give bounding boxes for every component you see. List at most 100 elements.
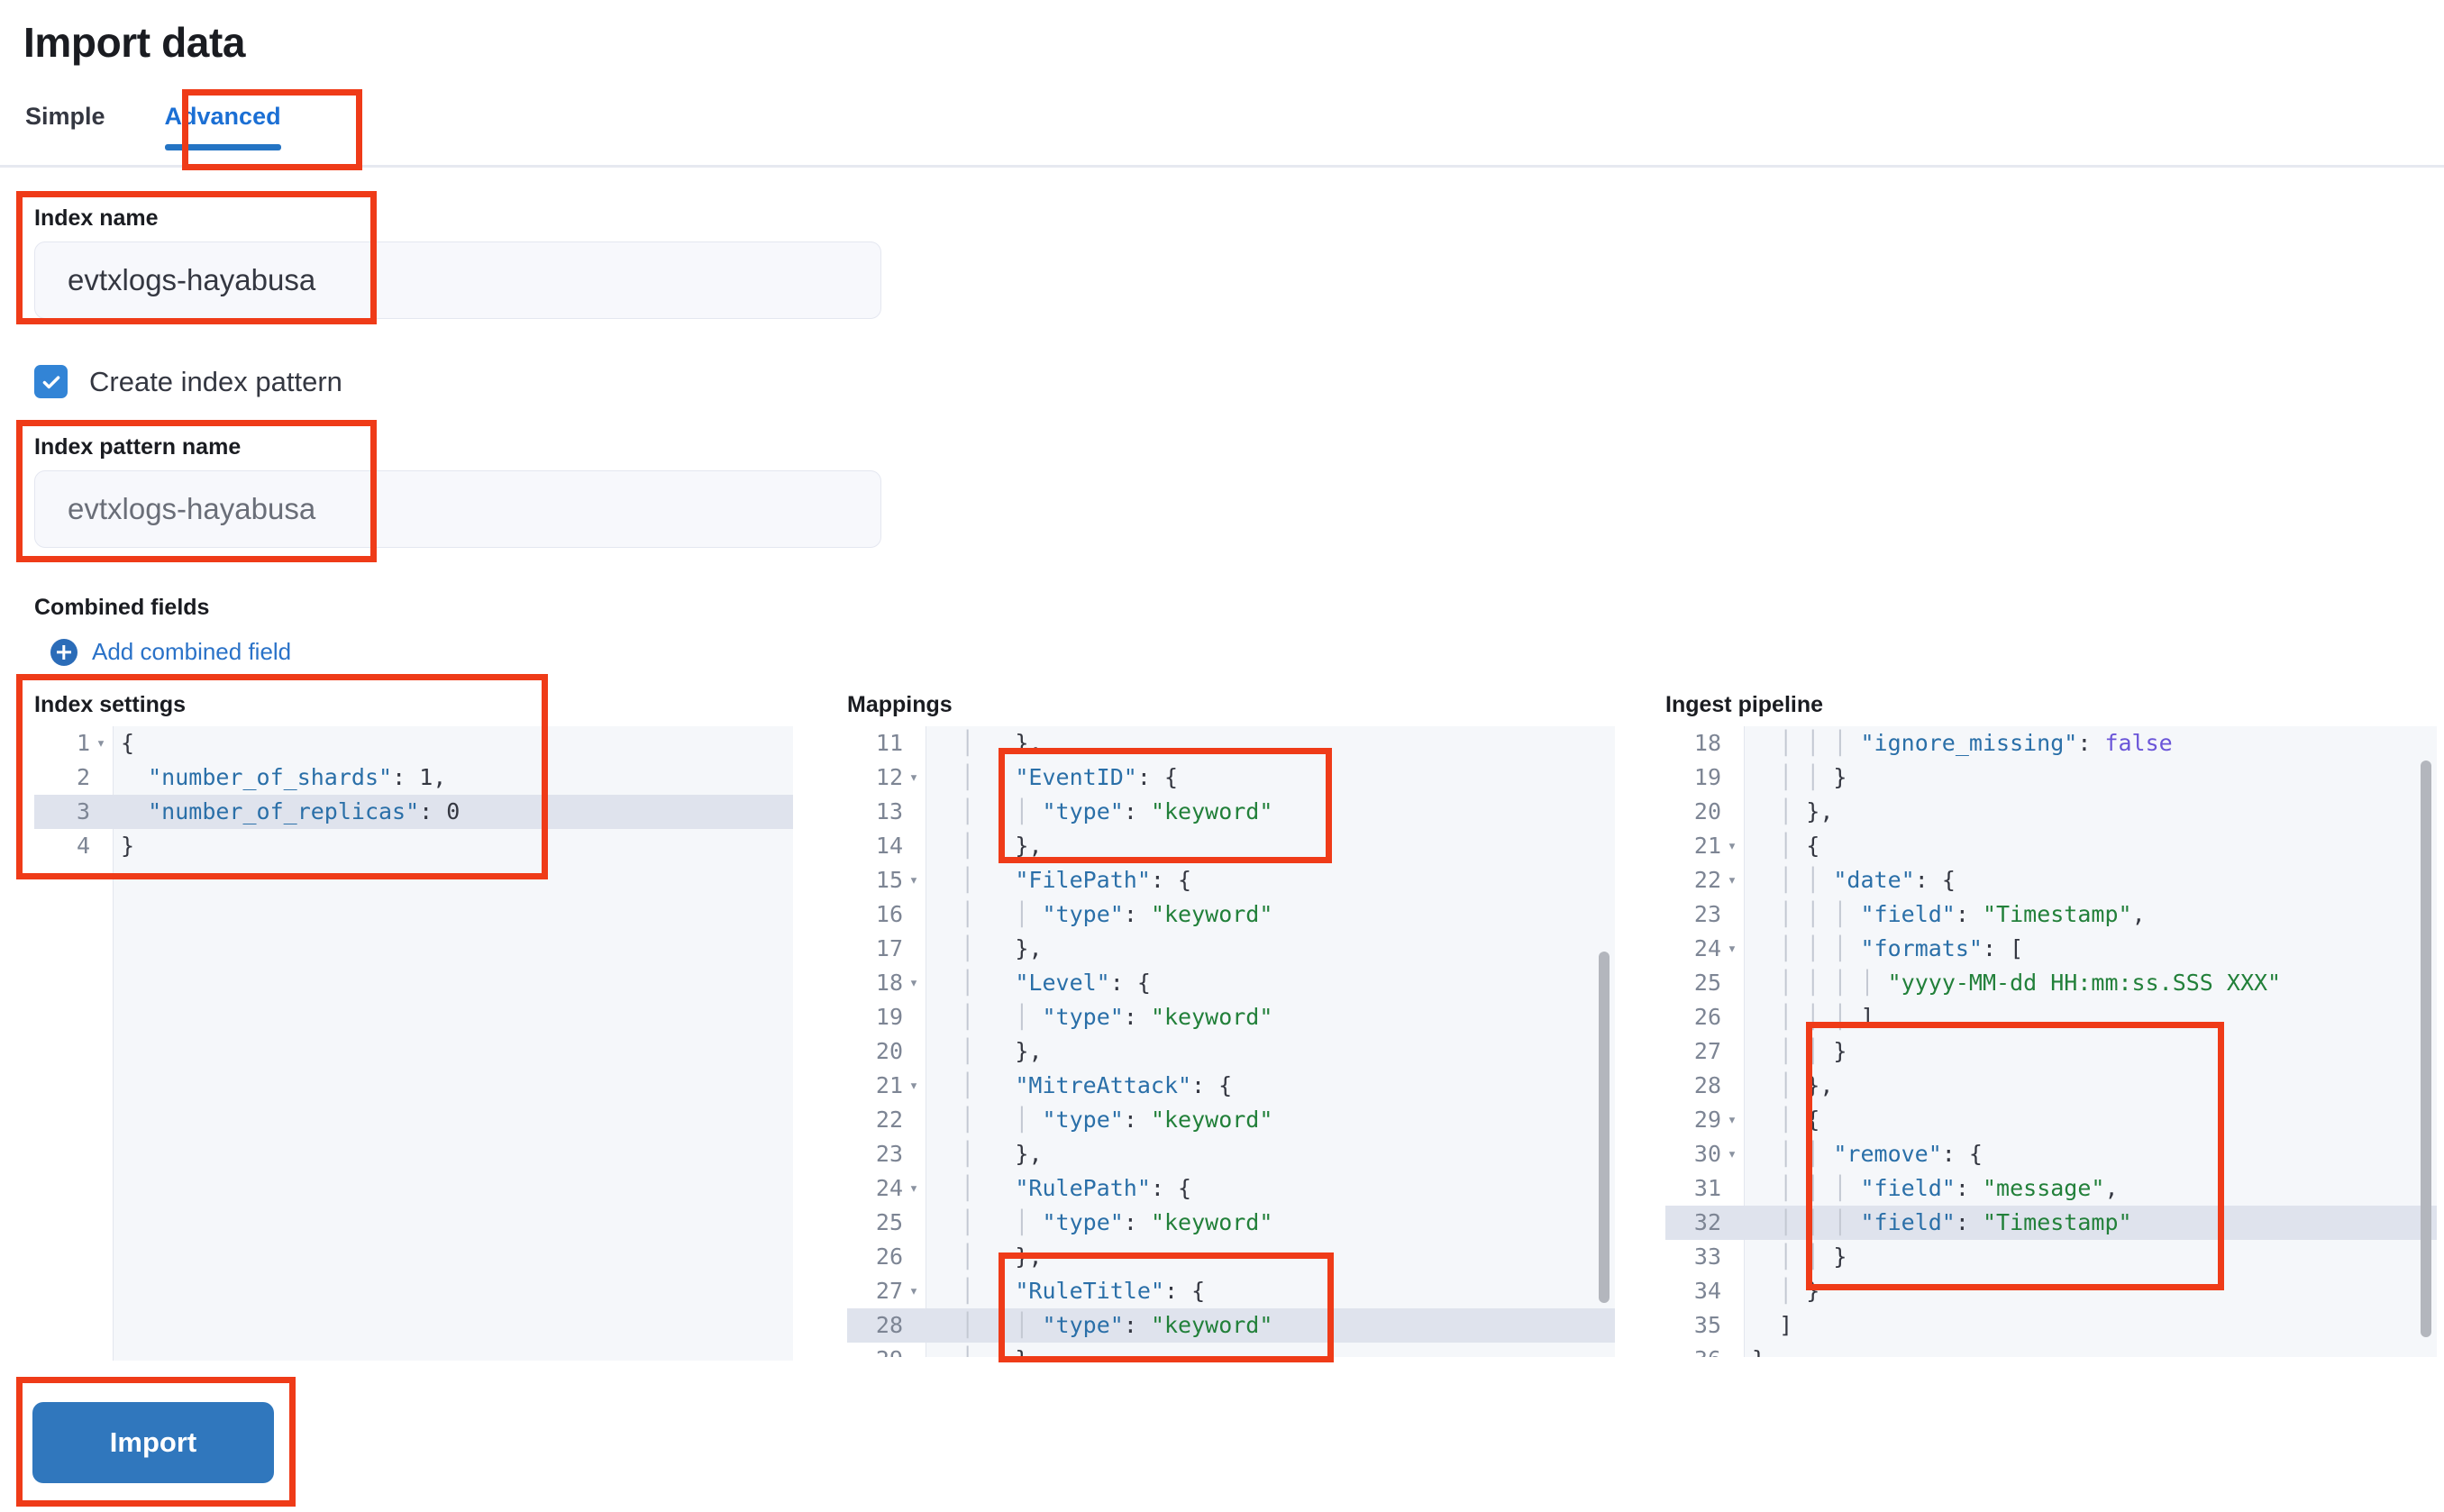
code-line[interactable]: 25 │ │ │ │ "yyyy-MM-dd HH:mm:ss.SSS XXX" — [1665, 966, 2437, 1000]
code-line[interactable]: 24▾ │ │ │ "formats": [ — [1665, 932, 2437, 966]
line-number: 4 — [76, 833, 90, 859]
code-line[interactable]: 36} — [1665, 1343, 2437, 1357]
code-line[interactable]: 22▾ │ │ "date": { — [1665, 863, 2437, 897]
line-number: 21 — [875, 1072, 903, 1098]
line-number: 21 — [1693, 833, 1721, 859]
mappings-code[interactable]: 11 │ },12▾ │ "EventID": {13 │ │ "type": … — [847, 726, 1615, 1357]
code-line[interactable]: 27▾ │ "RuleTitle": { — [847, 1274, 1615, 1308]
code-line[interactable]: 3 "number_of_replicas": 0 — [34, 795, 793, 829]
code-line[interactable]: 22 │ │ "type": "keyword" — [847, 1103, 1615, 1137]
code-line[interactable]: 29▾ │ { — [1665, 1103, 2437, 1137]
code-text: │ │ │ "formats": [ — [1779, 935, 2024, 961]
index-settings-code[interactable]: 1▾{2 "number_of_shards": 1,3 "number_of_… — [34, 726, 793, 1361]
code-line[interactable]: 13 │ │ "type": "keyword" — [847, 795, 1615, 829]
code-line[interactable]: 27 │ │ } — [1665, 1034, 2437, 1069]
code-line[interactable]: 18▾ │ "Level": { — [847, 966, 1615, 1000]
code-line[interactable]: 19 │ │ } — [1665, 761, 2437, 795]
code-line[interactable]: 23 │ }, — [847, 1137, 1615, 1171]
line-number: 17 — [875, 935, 903, 961]
index-pattern-name-input[interactable]: evtxlogs-hayabusa — [34, 470, 881, 548]
code-line[interactable]: 14 │ }, — [847, 829, 1615, 863]
code-line[interactable]: 2 "number_of_shards": 1, — [34, 761, 793, 795]
code-line[interactable]: 20 │ }, — [847, 1034, 1615, 1069]
code-text: │ │ "type": "keyword" — [961, 1312, 1273, 1338]
code-line[interactable]: 23 │ │ │ "field": "Timestamp", — [1665, 897, 2437, 932]
index-settings-editor[interactable]: 1▾{2 "number_of_shards": 1,3 "number_of_… — [34, 726, 793, 1361]
code-text: │ "FilePath": { — [961, 867, 1192, 893]
line-number: 24 — [875, 1175, 903, 1201]
tab-advanced[interactable]: Advanced — [132, 97, 314, 150]
code-line[interactable]: 21▾ │ { — [1665, 829, 2437, 863]
fold-caret-icon[interactable]: ▾ — [1727, 1111, 1737, 1129]
code-line[interactable]: 34 │ } — [1665, 1274, 2437, 1308]
fold-caret-icon[interactable]: ▾ — [908, 871, 919, 889]
code-text: │ } — [1779, 1278, 1820, 1304]
code-line[interactable]: 1▾{ — [34, 726, 793, 761]
code-line[interactable]: 28 │ }, — [1665, 1069, 2437, 1103]
code-line[interactable]: 26 │ │ │ ] — [1665, 1000, 2437, 1034]
check-icon[interactable] — [34, 365, 68, 398]
fold-caret-icon[interactable]: ▾ — [908, 769, 919, 787]
code-line[interactable]: 35 ] — [1665, 1308, 2437, 1343]
create-index-pattern-row[interactable]: Create index pattern — [34, 365, 342, 398]
line-number: 34 — [1693, 1278, 1721, 1304]
code-line[interactable]: 30▾ │ │ "remove": { — [1665, 1137, 2437, 1171]
code-line[interactable]: 32 │ │ │ "field": "Timestamp" — [1665, 1206, 2437, 1240]
code-line[interactable]: 4} — [34, 829, 793, 863]
code-line[interactable]: 31 │ │ │ "field": "message", — [1665, 1171, 2437, 1206]
mappings-scrollbar[interactable] — [1599, 952, 1610, 1303]
code-line[interactable]: 18 │ │ │ "ignore_missing": false — [1665, 726, 2437, 761]
fold-caret-icon[interactable]: ▾ — [908, 1180, 919, 1198]
code-line[interactable]: 25 │ │ "type": "keyword" — [847, 1206, 1615, 1240]
code-line[interactable]: 16 │ │ "type": "keyword" — [847, 897, 1615, 932]
code-text: │ │ "type": "keyword" — [961, 798, 1273, 824]
fold-caret-icon[interactable]: ▾ — [908, 1282, 919, 1300]
code-line[interactable]: 33 │ │ } — [1665, 1240, 2437, 1274]
import-button[interactable]: Import — [32, 1402, 274, 1483]
tab-bar: Simple Advanced — [25, 97, 314, 150]
mappings-gutter — [847, 726, 926, 1357]
index-name-input[interactable]: evtxlogs-hayabusa — [34, 241, 881, 319]
fold-caret-icon[interactable]: ▾ — [96, 734, 106, 752]
code-text: │ │ "type": "keyword" — [961, 901, 1273, 927]
fold-caret-icon[interactable]: ▾ — [1727, 1145, 1737, 1163]
line-number: 11 — [875, 730, 903, 756]
code-line[interactable]: 29 │ }, — [847, 1343, 1615, 1357]
mappings-label: Mappings — [847, 692, 953, 717]
code-text: │ │ │ "ignore_missing": false — [1779, 730, 2173, 756]
code-text: │ │ "type": "keyword" — [961, 1107, 1273, 1133]
fold-caret-icon[interactable]: ▾ — [1727, 940, 1737, 958]
create-index-pattern-label: Create index pattern — [89, 365, 342, 397]
code-text: │ }, — [961, 1243, 1043, 1270]
ingest-pipeline-scrollbar[interactable] — [2421, 761, 2431, 1337]
tab-simple[interactable]: Simple — [25, 103, 105, 130]
fold-caret-icon[interactable]: ▾ — [1727, 837, 1737, 855]
code-line[interactable]: 15▾ │ "FilePath": { — [847, 863, 1615, 897]
ingest-pipeline-label: Ingest pipeline — [1665, 692, 1824, 717]
code-line[interactable]: 28 │ │ "type": "keyword" — [847, 1308, 1615, 1343]
fold-caret-icon[interactable]: ▾ — [908, 1077, 919, 1095]
code-line[interactable]: 21▾ │ "MitreAttack": { — [847, 1069, 1615, 1103]
code-text: │ │ │ ] — [1779, 1004, 1874, 1030]
code-line[interactable]: 20 │ }, — [1665, 795, 2437, 829]
line-number: 23 — [875, 1141, 903, 1167]
add-combined-field-button[interactable]: Add combined field — [50, 638, 291, 666]
mappings-editor[interactable]: 11 │ },12▾ │ "EventID": {13 │ │ "type": … — [847, 726, 1615, 1357]
code-line[interactable]: 17 │ }, — [847, 932, 1615, 966]
code-text: { — [121, 730, 135, 756]
line-number: 33 — [1693, 1243, 1721, 1270]
code-line[interactable]: 11 │ }, — [847, 726, 1615, 761]
code-line[interactable]: 19 │ │ "type": "keyword" — [847, 1000, 1615, 1034]
code-text: ] — [1779, 1312, 1793, 1338]
ingest-pipeline-gutter — [1665, 726, 1745, 1357]
fold-caret-icon[interactable]: ▾ — [1727, 871, 1737, 889]
code-line[interactable]: 24▾ │ "RulePath": { — [847, 1171, 1615, 1206]
code-line[interactable]: 26 │ }, — [847, 1240, 1615, 1274]
tab-divider — [0, 165, 2444, 168]
line-number: 26 — [875, 1243, 903, 1270]
code-text: "number_of_replicas": 0 — [148, 798, 461, 824]
fold-caret-icon[interactable]: ▾ — [908, 974, 919, 992]
code-line[interactable]: 12▾ │ "EventID": { — [847, 761, 1615, 795]
